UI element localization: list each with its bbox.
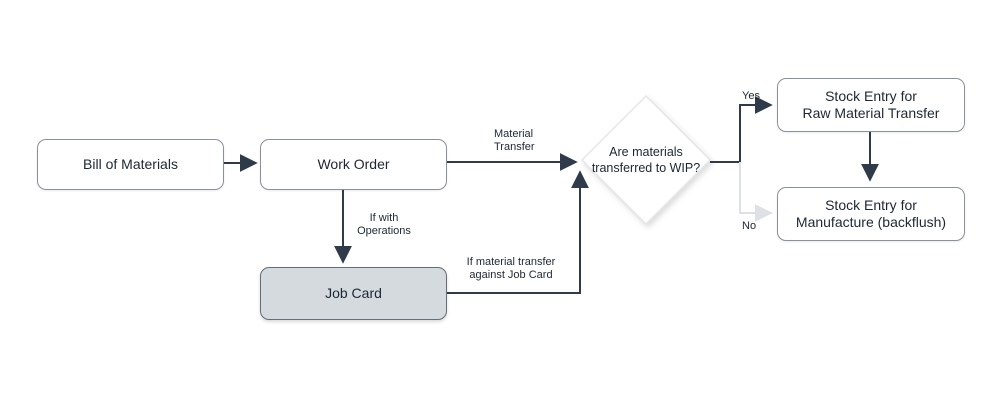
decision-diamond-shape[interactable] xyxy=(580,94,712,226)
edge-label-if-material-transfer-against-job-card: If material transfer against Job Card xyxy=(466,256,556,281)
edge-label-material-transfer: Material Transfer xyxy=(494,128,535,153)
edge-job-card-to-decision xyxy=(447,170,589,294)
edge-label-no: No xyxy=(742,220,757,232)
edge-label-if-with-operations: If with Operations xyxy=(357,212,411,237)
node-wip-decision-label[interactable]: Are materials transferred to WIP? xyxy=(591,145,701,175)
node-bill-of-materials[interactable]: Bill of Materials xyxy=(37,139,224,190)
node-stock-entry-manufacture-backflush[interactable]: Stock Entry for Manufacture (backflush) xyxy=(777,187,965,241)
node-work-order[interactable]: Work Order xyxy=(260,139,447,190)
edge-label-yes: Yes xyxy=(742,90,760,102)
node-job-card[interactable]: Job Card xyxy=(260,267,447,320)
edge-decision-no-to-stock-mfg xyxy=(739,162,773,222)
node-stock-entry-raw-material-transfer[interactable]: Stock Entry for Raw Material Transfer xyxy=(777,78,965,132)
edge-decision-yes-to-stock-raw xyxy=(710,96,773,163)
